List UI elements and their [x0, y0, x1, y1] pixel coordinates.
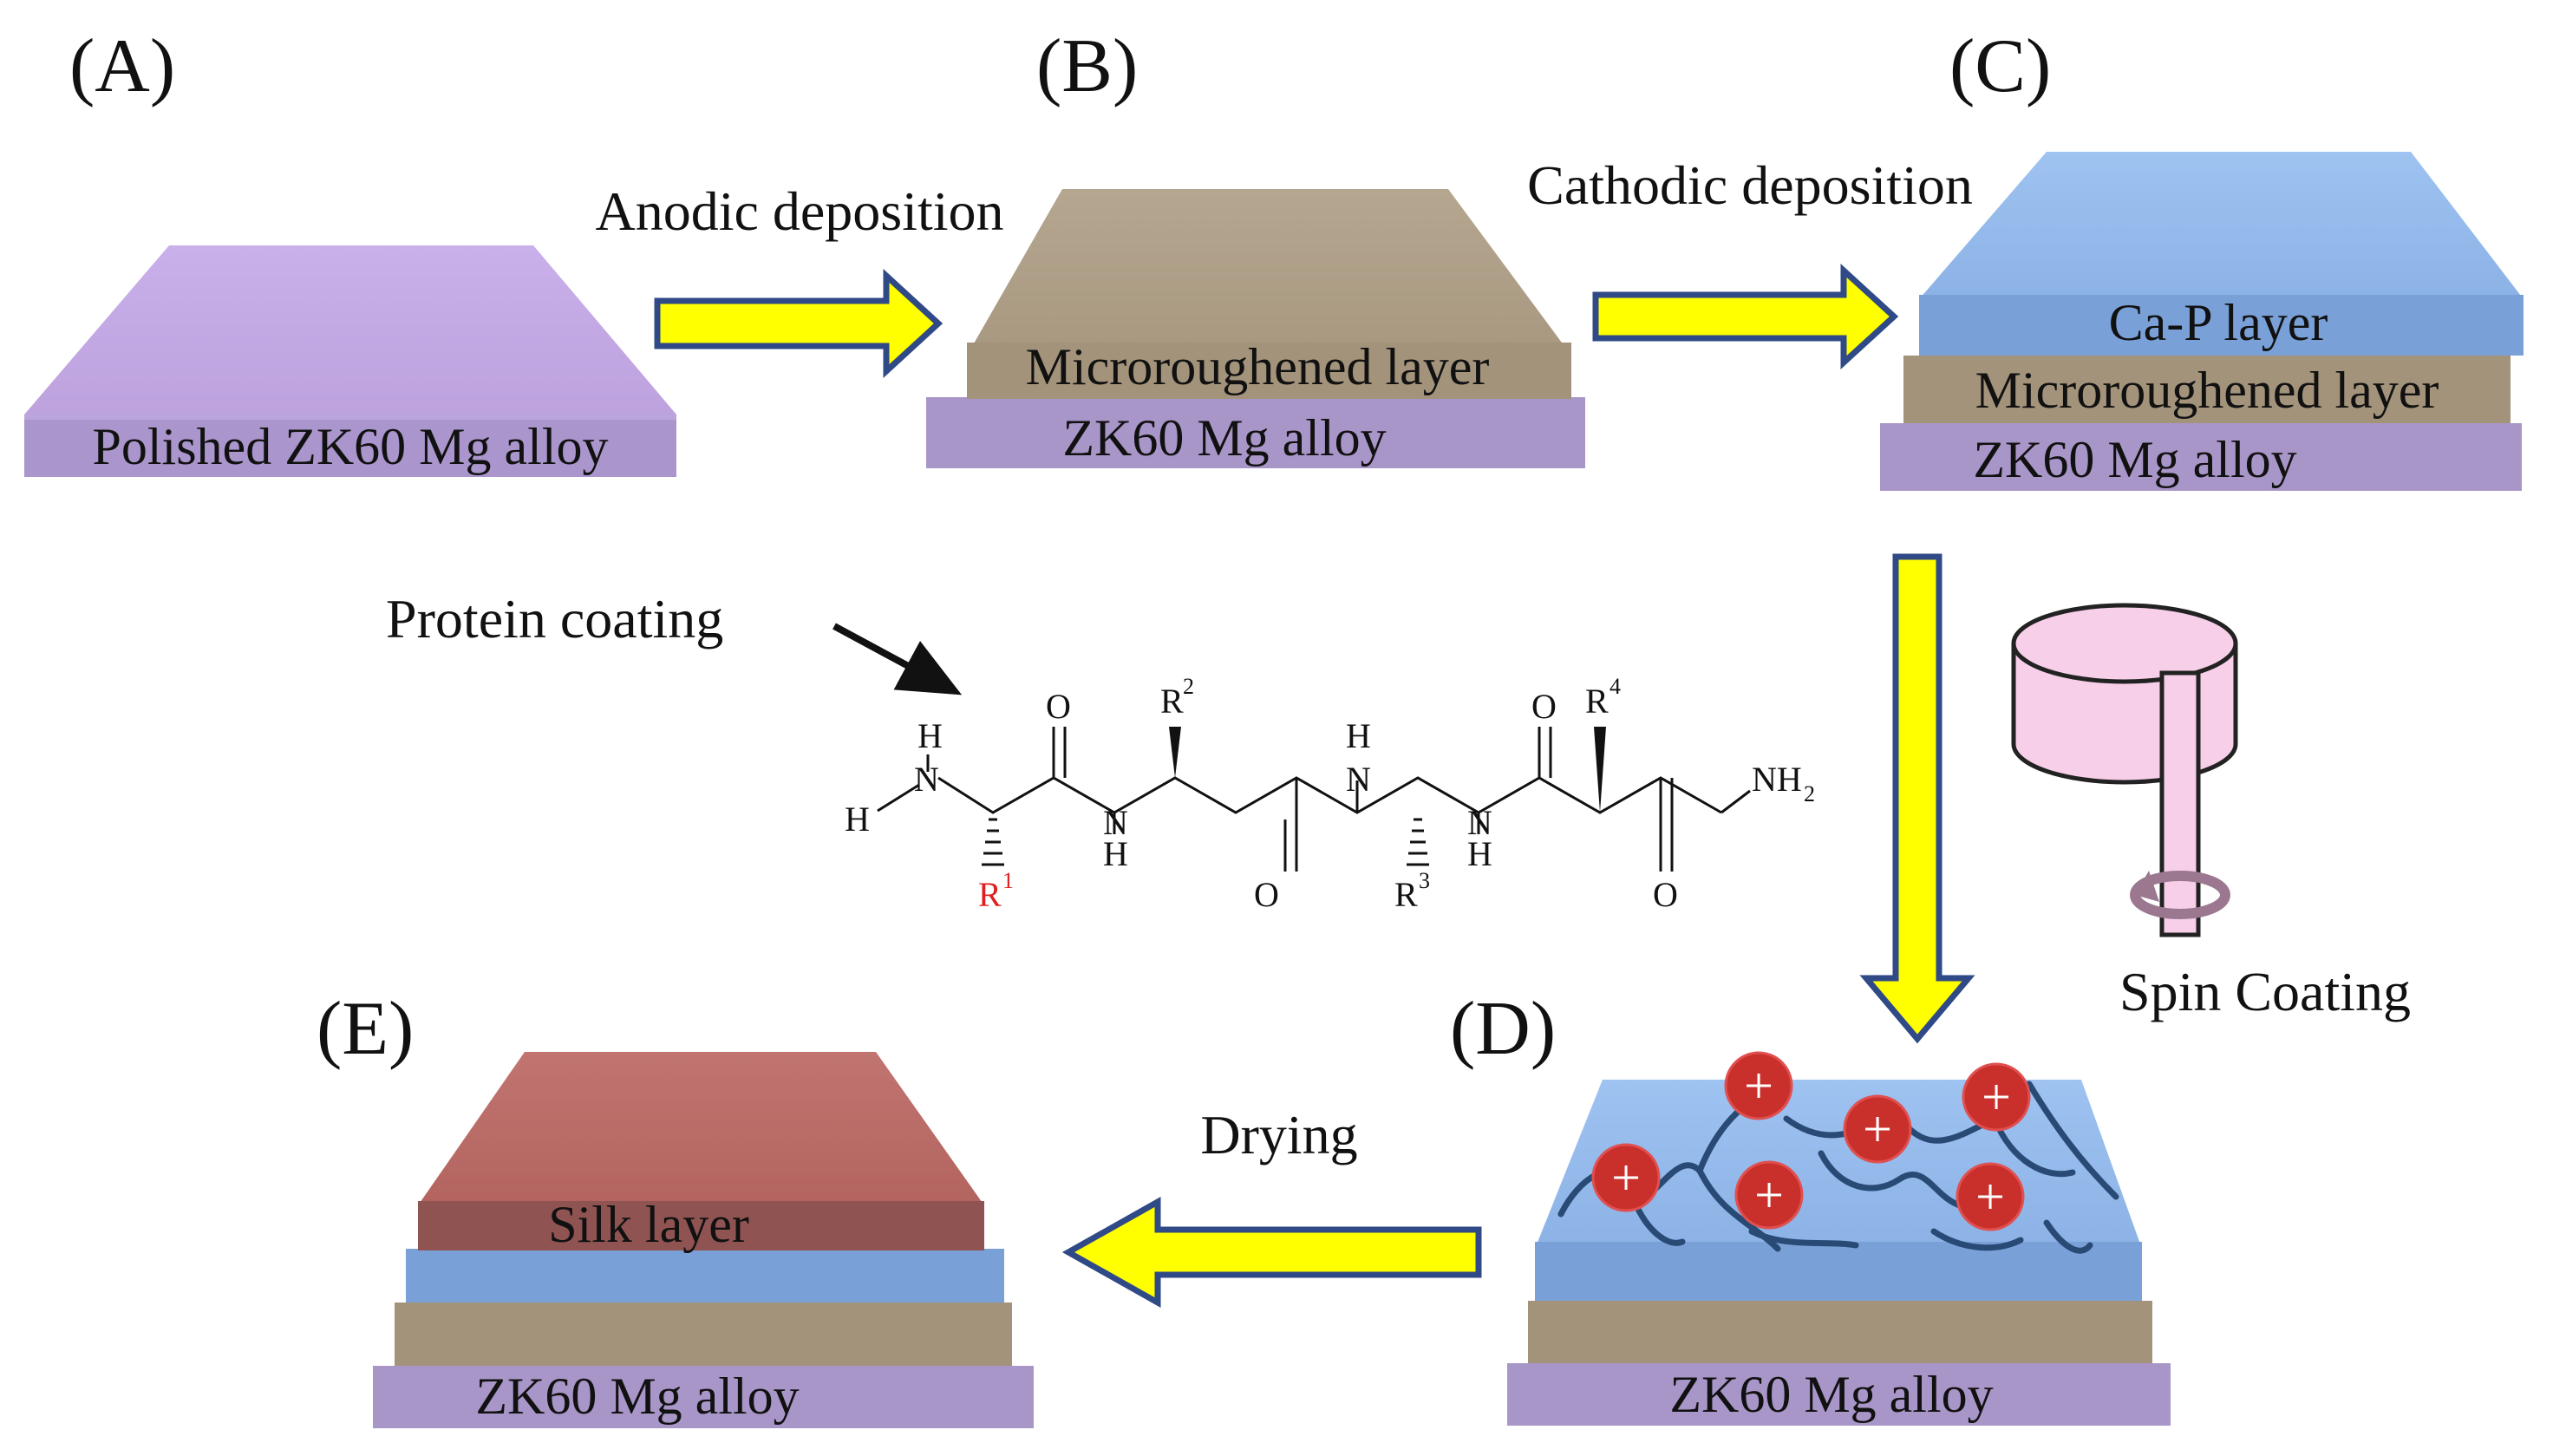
atom-h-n4: H [1467, 834, 1492, 873]
sample-b: Microroughened layer ZK60 Mg alloy [926, 189, 1585, 468]
sample-d-substrate-label: ZK60 Mg alloy [1669, 1366, 1993, 1423]
sample-c-rough-layer [1903, 356, 2511, 423]
sample-e-silk-label: Silk layer [548, 1196, 749, 1253]
atom-r1-sup: 1 [1002, 868, 1014, 893]
atom-nh2-sub: 2 [1804, 781, 1815, 806]
protein-coating-label: Protein coating [386, 588, 723, 650]
sample-d-rough-layer [1528, 1301, 2152, 1363]
cathodic-deposition-label: Cathodic deposition [1527, 154, 1973, 216]
sample-c-rough-label: Microroughened layer [1975, 362, 2439, 419]
atom-h-n3: H [1346, 716, 1371, 755]
charge-6: + [1956, 1162, 2025, 1231]
charge-5-symbol: + [1982, 1068, 2011, 1126]
charge-4: + [1843, 1094, 1912, 1164]
atom-h-top: H [917, 716, 943, 755]
drying-label: Drying [1200, 1104, 1357, 1165]
charge-4-symbol: + [1863, 1100, 1892, 1158]
charge-1-symbol: + [1611, 1149, 1641, 1206]
sample-a: Polished ZK60 Mg alloy [24, 245, 676, 477]
charge-6-symbol: + [1975, 1168, 2005, 1225]
panel-label-c: (C) [1949, 24, 2051, 108]
sample-e-rough-layer [395, 1303, 1012, 1366]
atom-h-n2: H [1103, 834, 1128, 873]
arrow-anodic [654, 269, 944, 378]
sample-b-substrate-label: ZK60 Mg alloy [1062, 409, 1386, 467]
sample-e-substrate-label: ZK60 Mg alloy [475, 1368, 799, 1425]
atom-r2-sup: 2 [1183, 674, 1194, 699]
atom-n4: N [1467, 803, 1492, 842]
sample-c-cap-label: Ca-P layer [2109, 294, 2328, 351]
peptide-structure [877, 727, 1751, 872]
spin-coater-icon [2011, 603, 2238, 937]
sample-a-substrate [24, 415, 676, 477]
charge-1: + [1591, 1143, 1661, 1212]
arrow-cathodic [1592, 264, 1899, 369]
sample-b-rough-layer-side [967, 343, 1571, 399]
charge-2: + [1724, 1051, 1793, 1120]
sample-e-cap-layer [406, 1249, 1004, 1303]
sample-c-cap-layer-side [1919, 295, 2524, 356]
atom-o1: O [1046, 687, 1071, 726]
atom-r3-sup: 3 [1419, 868, 1430, 893]
atom-n3: N [1346, 760, 1371, 799]
sample-e-silk-layer-side [418, 1201, 984, 1250]
arrow-drying [1061, 1197, 1482, 1308]
charge-3-symbol: + [1754, 1166, 1784, 1224]
atom-o3: O [1531, 687, 1557, 726]
atom-o4: O [1653, 875, 1678, 914]
spin-coating-label: Spin Coating [2119, 961, 2411, 1022]
protein-pointer-arrow [832, 623, 963, 695]
atom-o2: O [1254, 875, 1279, 914]
peptide-atom-labels: H N H O N H R 2 O H N O N H R 4 O NH 2 R… [845, 674, 1815, 914]
sample-b-rough-top-face [967, 189, 1571, 356]
sample-c-substrate [1880, 423, 2522, 491]
panel-label-d: (D) [1450, 987, 1556, 1071]
sample-d-cap-layer-side [1535, 1242, 2142, 1301]
atom-n1: N [914, 760, 939, 799]
sample-d: + + + + + + ZK60 Mg alloy [1507, 1051, 2171, 1426]
atom-h-left: H [845, 800, 870, 839]
charge-5: + [1962, 1062, 2031, 1132]
arrow-spin-coating [1859, 553, 1975, 1044]
sample-e-substrate [373, 1366, 1034, 1428]
sample-b-substrate [926, 397, 1585, 468]
atom-r4: R [1585, 682, 1609, 721]
peptide-stereo-bonds [982, 727, 1606, 866]
charge-3: + [1734, 1160, 1804, 1230]
atom-r1: R [978, 875, 1002, 914]
atom-n2: N [1103, 803, 1128, 842]
charge-2-symbol: + [1744, 1057, 1773, 1114]
panel-label-a: (A) [69, 24, 175, 108]
atom-r2: R [1160, 682, 1184, 721]
anodic-deposition-label: Anodic deposition [595, 180, 1003, 242]
sample-c: Ca-P layer Microroughened layer ZK60 Mg … [1880, 152, 2524, 491]
sample-a-substrate-label: Polished ZK60 Mg alloy [93, 418, 609, 475]
sample-c-cap-top-face [1919, 152, 2524, 299]
sample-c-substrate-label: ZK60 Mg alloy [1973, 431, 2296, 488]
sample-e: Silk layer ZK60 Mg alloy [373, 1052, 1034, 1428]
sample-b-rough-label: Microroughened layer [1026, 338, 1490, 395]
atom-r3: R [1394, 875, 1418, 914]
panel-label-b: (B) [1036, 24, 1138, 108]
panel-label-e: (E) [317, 987, 414, 1071]
atom-r4-sup: 4 [1610, 674, 1621, 699]
sample-a-top-face [24, 245, 676, 415]
sample-d-substrate [1507, 1363, 2171, 1426]
sample-e-silk-top-face [418, 1052, 984, 1205]
atom-nh2: NH [1752, 760, 1802, 799]
